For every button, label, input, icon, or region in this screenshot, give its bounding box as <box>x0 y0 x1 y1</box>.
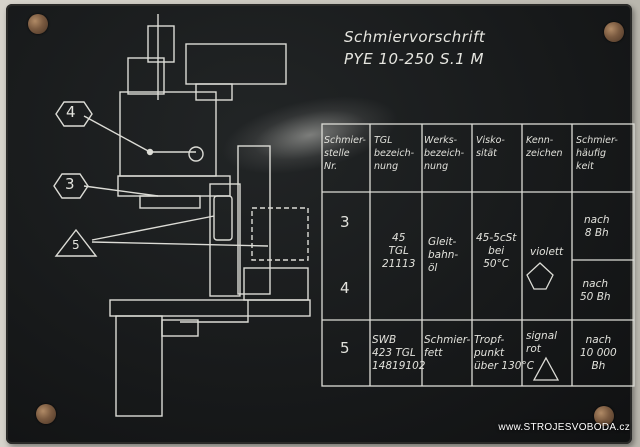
plate-subtitle: PYE 10-250 S.1 M <box>344 50 484 68</box>
base-clamp <box>161 319 199 337</box>
tgl-value-5: SWB 423 TGL 14819102 <box>372 334 426 372</box>
base-left <box>115 315 163 417</box>
header-haeufigkeit: Schmier- häufig keit <box>576 135 618 172</box>
rivet-top-left <box>28 14 48 34</box>
kenn-value-5: signal rot <box>526 330 558 355</box>
haeufig-value-3: nach 8 Bh <box>584 214 610 239</box>
leader-3 <box>83 185 159 197</box>
table <box>109 299 311 317</box>
kennzeichen-triangle-symbol <box>532 356 560 381</box>
hexagon-marker-4 <box>55 101 93 127</box>
marker-label-3: 3 <box>65 175 75 193</box>
header-tgl: TGL bezeich- nung <box>374 135 415 172</box>
row-nr-5: 5 <box>340 339 350 357</box>
rivet-top-right <box>604 22 624 42</box>
lubrication-plate <box>6 4 632 444</box>
marker-label-5: 5 <box>72 238 80 252</box>
column-lower <box>209 183 241 297</box>
leader-5b <box>91 241 269 247</box>
table-drive <box>243 267 309 301</box>
lever-knob <box>188 146 204 162</box>
lubricator-window <box>213 195 233 241</box>
haeufig-value-4: nach 50 Bh <box>580 278 611 303</box>
watermark-text: www.STROJESVOBODA.cz <box>498 422 630 433</box>
kenn-value-3-4: violett <box>530 246 564 258</box>
column-right <box>237 145 271 295</box>
kennzeichen-hexagon-symbol <box>526 262 554 290</box>
werks-value-3-4: Gleit- bahn- öl <box>428 236 459 274</box>
werks-value-5: Schmier- fett <box>424 334 471 359</box>
row-nr-4: 4 <box>340 279 350 297</box>
visko-value-3-4: 45-5cSt bei 50°C <box>476 232 517 270</box>
visko-value-5: Tropf- punkt über 130°C <box>474 334 535 372</box>
row-nr-3: 3 <box>340 213 350 231</box>
header-stelle-nr: Schmier- stelle Nr. <box>324 135 366 172</box>
motor-top <box>147 25 175 63</box>
leader-4 <box>83 115 151 153</box>
plate-title: Schmiervorschrift <box>344 28 486 46</box>
motor-block <box>127 57 165 95</box>
header-kenn: Kenn- zeichen <box>526 135 563 159</box>
head-housing <box>185 43 287 85</box>
hidden-motor <box>251 207 309 261</box>
lubrication-table-grid <box>321 123 635 387</box>
triangle-marker-5 <box>54 228 98 257</box>
spindle <box>139 195 201 209</box>
tgl-value-3-4: 45 TGL 21113 <box>382 232 416 270</box>
column-upper <box>119 91 217 177</box>
leader-5a <box>91 215 215 241</box>
feed-pipe <box>180 300 249 323</box>
rivet-bottom-left <box>36 404 56 424</box>
marker-label-4: 4 <box>66 103 76 121</box>
hexagon-marker-3 <box>53 173 89 199</box>
header-visko: Visko- sität <box>476 135 505 159</box>
rivet-bottom-right <box>594 406 614 426</box>
haeufig-value-5: nach 10 000 Bh <box>580 334 617 372</box>
header-werks: Werks- bezeich- nung <box>424 135 465 172</box>
